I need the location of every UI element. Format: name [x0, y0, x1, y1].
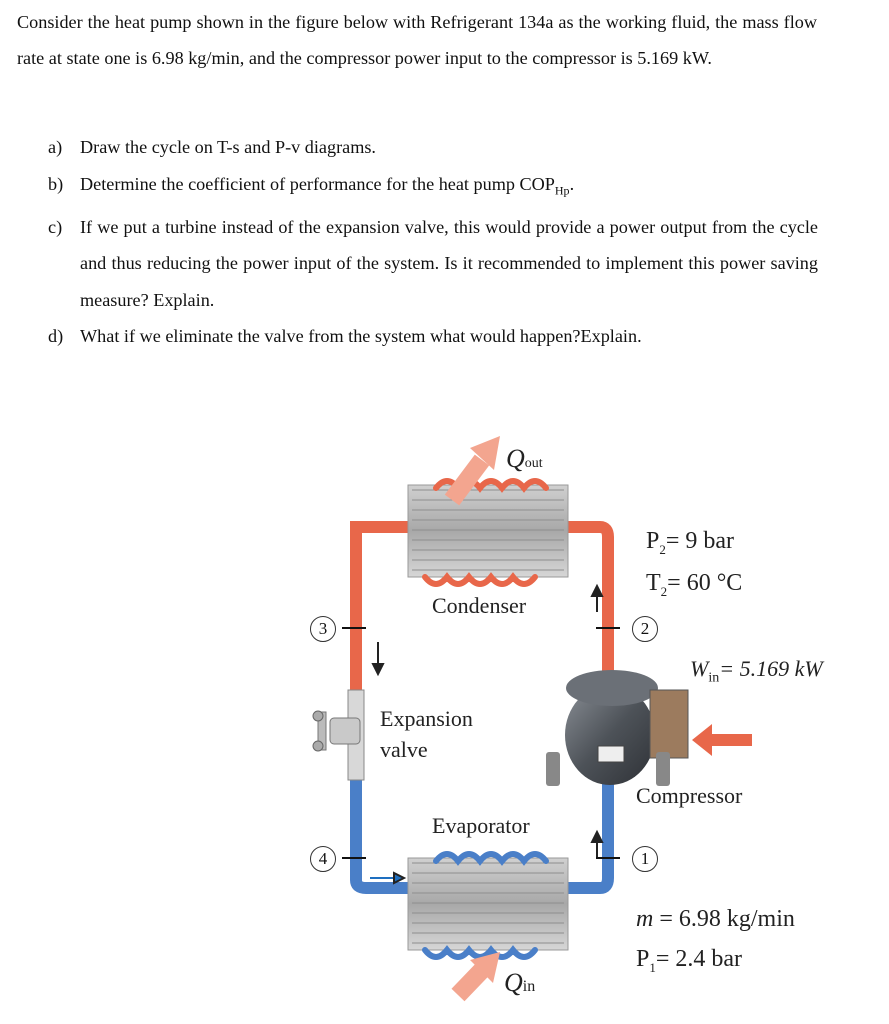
expansion-line-1: Expansion	[380, 706, 473, 731]
state-3-marker: 3	[310, 616, 336, 642]
state-1-marker: 1	[632, 846, 658, 872]
expansion-valve-label: Expansion valve	[380, 703, 473, 765]
qout-symbol: Q	[506, 444, 525, 473]
question-text: What if we eliminate the valve from the …	[80, 326, 642, 347]
t2-subscript: 2	[660, 583, 668, 599]
question-label: c)	[48, 216, 63, 237]
mass-flow-label: m = 6.98 kg/min	[636, 906, 795, 933]
p1-symbol: P	[636, 946, 650, 972]
p1-label: P1= 2.4 bar	[636, 946, 742, 976]
problem-intro: Consider the heat pump shown in the figu…	[17, 12, 817, 68]
power-symbol: W	[690, 656, 709, 681]
question-text: Draw the cycle on T-s and P-v diagrams.	[80, 137, 376, 157]
question-list: a) Draw the cycle on T-s and P-v diagrams…	[48, 129, 818, 355]
p2-subscript: 2	[659, 541, 666, 557]
question-label: d)	[48, 326, 64, 347]
p2-label: P2= 9 bar	[646, 528, 734, 558]
evaporator-coil	[407, 851, 569, 960]
p1-value: = 2.4 bar	[655, 946, 743, 972]
compressor-unit	[546, 670, 752, 786]
p1-subscript: 1	[649, 959, 656, 975]
state-ticks	[342, 627, 620, 859]
question-d: d) What if we eliminate the valve from th…	[48, 318, 818, 355]
qin-subscript: in	[522, 978, 536, 995]
question-end: .	[569, 173, 575, 194]
p2-symbol: P	[646, 528, 660, 554]
qin-arrow	[451, 952, 500, 1002]
mass-flow-symbol: m	[636, 906, 654, 932]
evaporator-label: Evaporator	[432, 813, 530, 838]
cold-piping	[350, 770, 614, 894]
qout-arrow	[444, 436, 500, 506]
state-4-marker: 4	[310, 846, 336, 872]
t2-value: = 60 °C	[667, 570, 743, 596]
question-label: a)	[48, 137, 63, 157]
qout-label: Qout	[506, 444, 543, 474]
condenser-coil	[407, 478, 569, 587]
mass-flow-value: = 6.98 kg/min	[659, 906, 795, 932]
qout-subscript: out	[524, 456, 543, 471]
question-c: c) If we put a turbine instead of the exp…	[48, 209, 818, 319]
question-text: Determine the coefficient of performance…	[80, 173, 555, 194]
qin-symbol: Q	[504, 968, 523, 997]
power-value: = 5.169 kW	[719, 656, 823, 681]
question-b: b) Determine the coefficient of performan…	[48, 166, 818, 209]
expansion-line-2: valve	[380, 737, 428, 762]
p2-value: = 9 bar	[665, 528, 735, 554]
expansion-valve	[312, 689, 365, 781]
compressor-label: Compressor	[636, 783, 743, 808]
power-input-label: Win= 5.169 kW	[690, 656, 823, 686]
state-2-marker: 2	[632, 616, 658, 642]
question-subscript: Hp	[554, 183, 570, 198]
question-a: a) Draw the cycle on T-s and P-v diagrams…	[48, 129, 818, 166]
power-subscript: in	[708, 670, 720, 686]
question-label: b)	[48, 173, 64, 194]
qin-label: Qin	[504, 968, 535, 998]
t2-symbol: T	[646, 570, 661, 596]
t2-label: T2= 60 °C	[646, 570, 742, 600]
condenser-label: Condenser	[432, 593, 527, 618]
question-text: If we put a turbine instead of the expan…	[80, 216, 818, 310]
flow-arrows	[370, 583, 604, 885]
